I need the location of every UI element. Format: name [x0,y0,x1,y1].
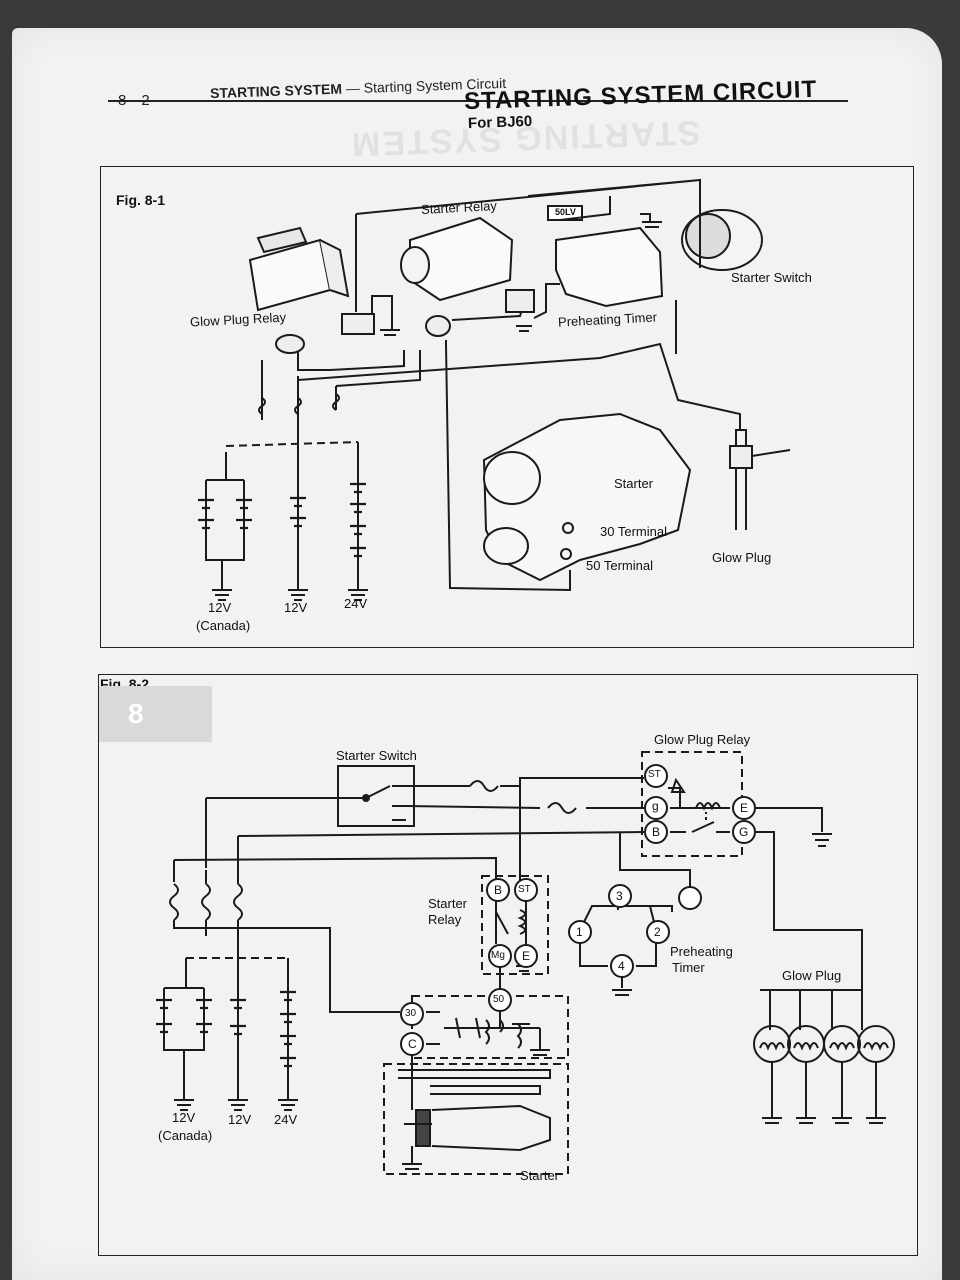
fig1-battery-1-voltage: 12V [208,600,232,615]
fig2-starter-relay-terminal-mg: Mg [491,950,505,961]
fig2-relay-terminal-G: G [739,825,749,839]
fig1-frame [100,166,914,648]
header-rule [108,100,848,102]
fig2-starter-terminal-30: 30 [405,1008,417,1019]
fig1-label: Fig. 8-1 [116,192,166,208]
fig2-frame [98,674,918,1256]
fig2-battery-1-voltage: 12V [172,1110,196,1125]
fig2-label-starter-relay-1: Starter [428,896,468,911]
fig2-label-starter-switch: Starter Switch [336,748,417,763]
fig2-label-preheating-timer-2: Timer [672,960,705,975]
section-tab: 8 [98,686,212,742]
fig2-starter-terminal-50: 50 [493,994,505,1005]
fig2-relay-terminal-b: B [652,825,661,839]
fig2-starter-relay-terminal-e: E [522,949,531,963]
fig2-battery-1-note: (Canada) [158,1128,213,1143]
fig2-relay-terminal-e: E [740,801,749,815]
fig2-timer-terminal-3: 3 [616,889,623,903]
fig1-battery-1-note: (Canada) [196,618,251,633]
fig2-label-preheating-timer-1: Preheating [670,944,733,959]
page-subtitle: For BJ60 [467,112,533,133]
fig2-starter-relay-terminal-st: ST [518,884,531,895]
fig2-battery-2-voltage: 12V [228,1112,252,1127]
fig1-label-30-terminal: 30 Terminal [600,524,667,539]
fig1-label-glow-plug: Glow Plug [712,550,772,565]
fig2-label-starter: Starter [520,1168,560,1183]
fig1-label-starter: Starter [614,476,654,491]
fig2-battery-3-voltage: 24V [274,1112,298,1127]
fig2-relay-terminal-g: g [652,799,659,813]
fig2-label-glow-plug-relay: Glow Plug Relay [654,732,751,747]
fig1-battery-3-voltage: 24V [344,596,368,611]
fig2-timer-terminal-4: 4 [618,959,625,973]
fig2-timer-terminal-1: 1 [576,925,583,939]
fig2-label-starter-relay-2: Relay [428,912,462,927]
fig2-starter-relay-terminal-b: B [494,883,503,897]
fig1-label-50-terminal: 50 Terminal [586,558,653,573]
fig2-starter-terminal-c: C [408,1037,417,1051]
fig2-label-glow-plug: Glow Plug [782,968,842,983]
fig1-label-starter-switch: Starter Switch [731,270,812,285]
fig2-timer-terminal-2: 2 [654,925,661,939]
fig2-relay-terminal-st: ST [648,769,661,780]
fig1-timer-tag: 50LV [555,207,576,217]
fig1-battery-2-voltage: 12V [284,600,308,615]
